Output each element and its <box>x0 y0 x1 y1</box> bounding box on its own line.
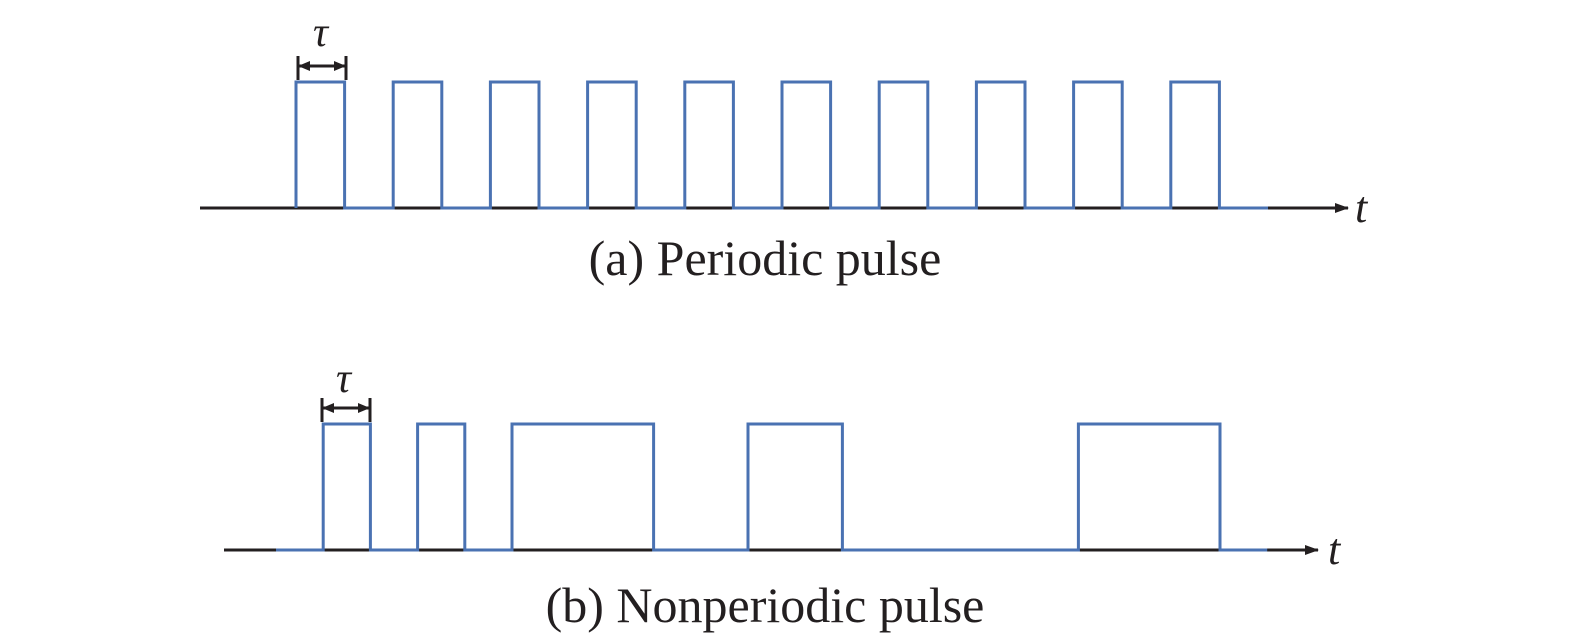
time-axis-label: t <box>1355 183 1369 232</box>
time-axis-label: t <box>1328 525 1342 574</box>
tau-symbol: τ <box>313 10 330 56</box>
pulse-width-marker: τ <box>296 10 348 80</box>
panel-nonperiodic-pulse: t τ (b) Nonperiodic pulse <box>224 356 1342 633</box>
caption-periodic: (a) Periodic pulse <box>589 230 942 286</box>
panel-periodic-pulse: t τ (a) Periodic pulse <box>200 10 1369 286</box>
nonperiodic-pulse-train <box>276 422 1268 552</box>
periodic-pulse-train <box>294 80 1268 210</box>
caption-nonperiodic: (b) Nonperiodic pulse <box>546 577 985 633</box>
pulse-width-marker: τ <box>320 356 372 422</box>
tau-symbol: τ <box>336 356 353 402</box>
